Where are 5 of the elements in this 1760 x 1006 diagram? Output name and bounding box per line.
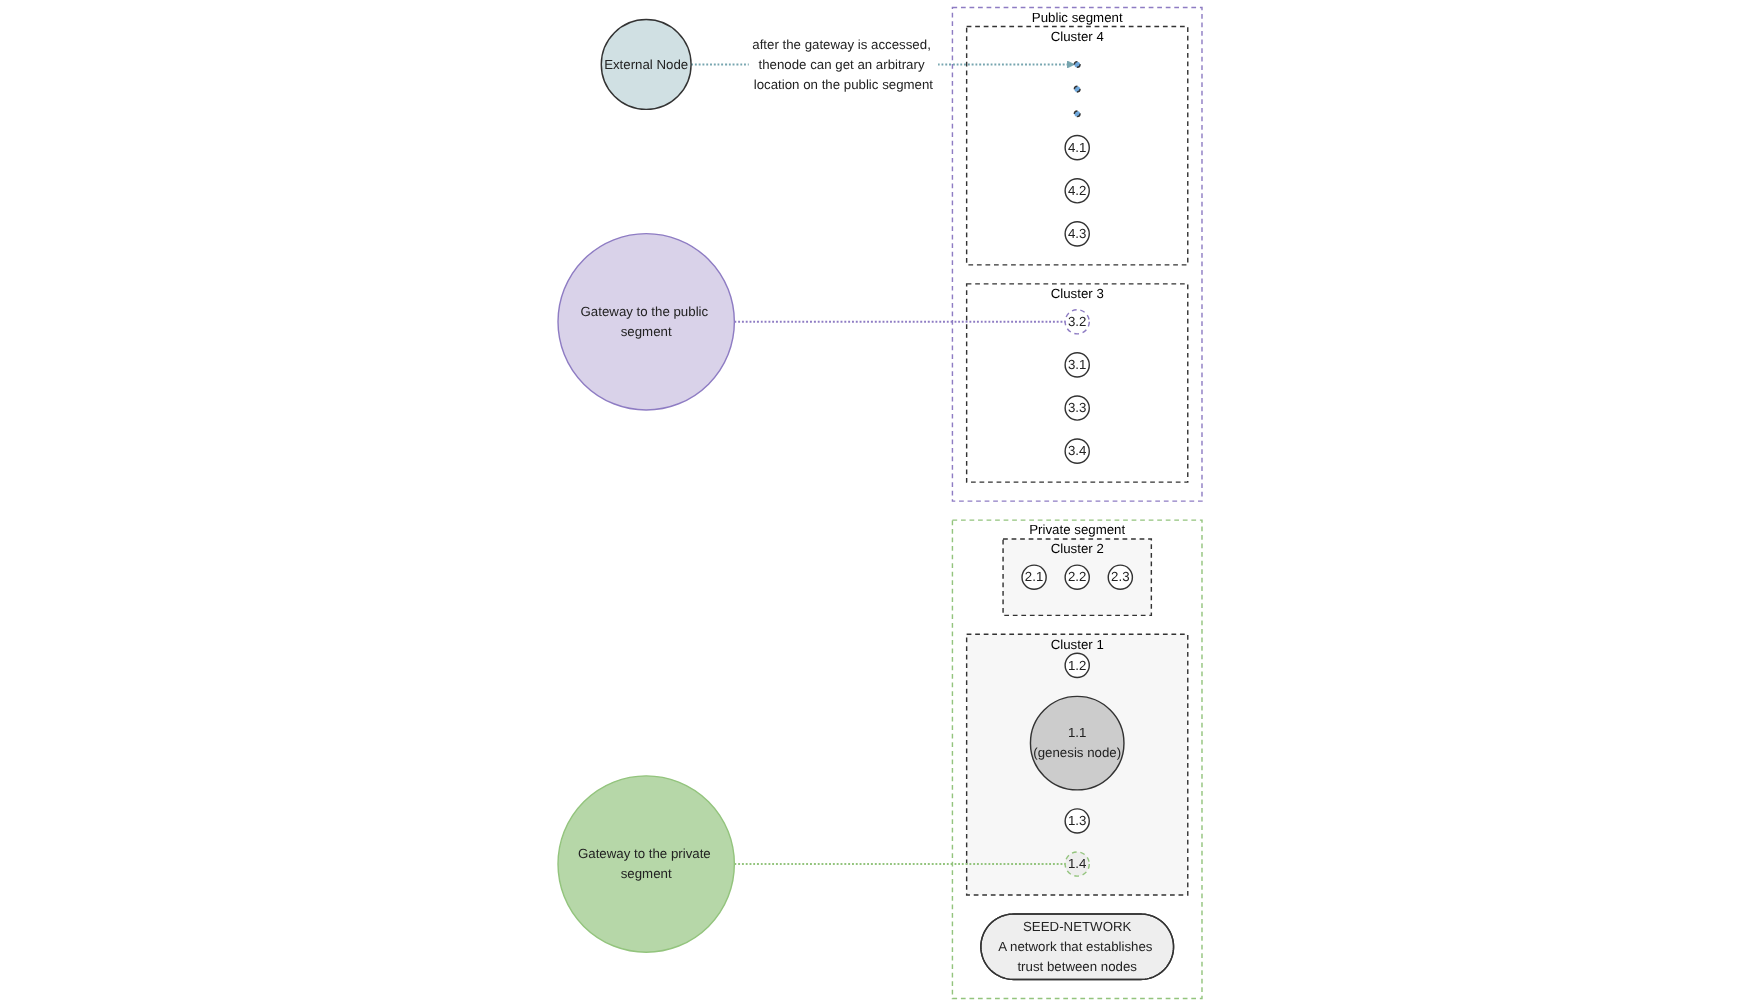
- connector: [733, 320, 1067, 323]
- connector: [733, 863, 1067, 865]
- node-circle: [1073, 110, 1081, 118]
- node-circle: [1073, 85, 1081, 93]
- node-circle: [1073, 60, 1081, 69]
